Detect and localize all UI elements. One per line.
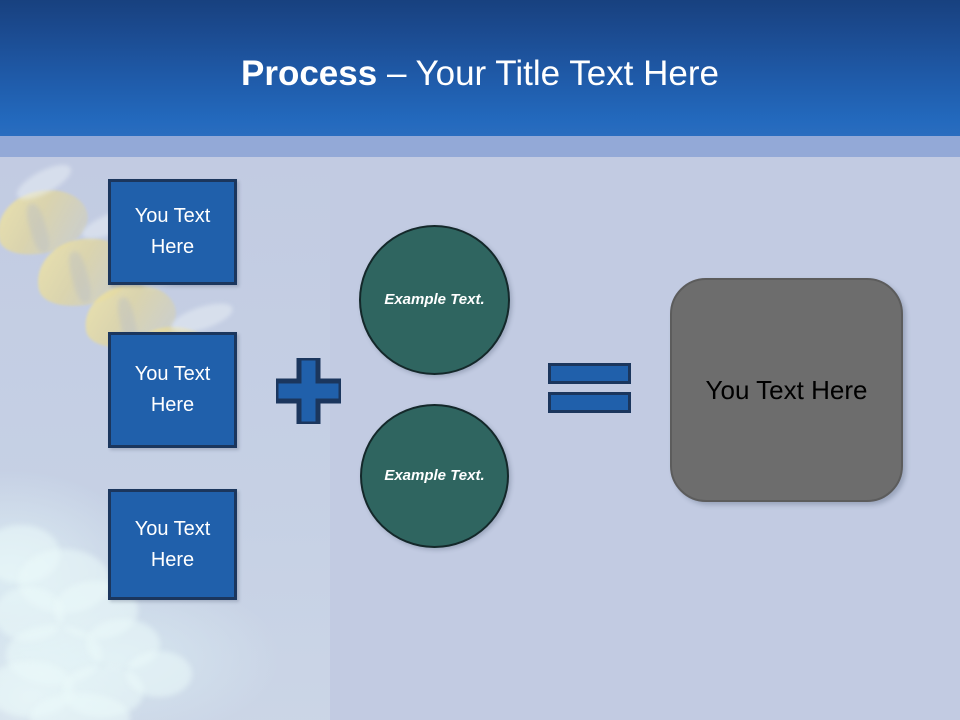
coral-blob (6, 625, 102, 685)
fish-stripe (23, 201, 53, 255)
input-box-2-label: You Text Here (134, 363, 211, 416)
result-box[interactable]: You Text Here (670, 278, 903, 502)
header-accent-band (0, 136, 960, 157)
coral-blob (126, 651, 192, 697)
fish-shape (0, 179, 95, 265)
input-box-1-label: You Text Here (134, 205, 211, 258)
example-circle-1-label: Example Text. (384, 291, 485, 308)
coral-blob (30, 693, 130, 720)
input-box-2[interactable]: You Text Here (108, 332, 237, 448)
input-box-1[interactable]: You Text Here (108, 179, 237, 285)
equals-bar-top (548, 363, 631, 384)
equals-icon (548, 363, 631, 413)
plus-icon (276, 358, 341, 424)
page-title: Process – Your Title Text Here (0, 52, 960, 96)
input-box-3-label: You Text Here (134, 517, 211, 571)
coral-blob (18, 549, 110, 613)
coral-blob (0, 661, 74, 717)
example-circle-2-label: Example Text. (384, 467, 485, 484)
example-circle-1[interactable]: Example Text. (359, 225, 510, 375)
input-box-3[interactable]: You Text Here (108, 489, 237, 600)
example-circle-2[interactable]: Example Text. (360, 404, 509, 548)
coral-blob (0, 525, 60, 583)
page-title-bold: Process (241, 54, 387, 93)
result-box-label: You Text Here (705, 375, 868, 405)
fish-fin (12, 158, 76, 206)
equals-bar-bottom (548, 392, 631, 413)
coral-blob (62, 665, 144, 717)
fish-stripe (65, 249, 95, 305)
slide-header-bar (0, 0, 960, 136)
coral-blob (0, 587, 64, 641)
coral-blob (86, 619, 160, 669)
page-title-rest: – Your Title Text Here (386, 54, 719, 93)
